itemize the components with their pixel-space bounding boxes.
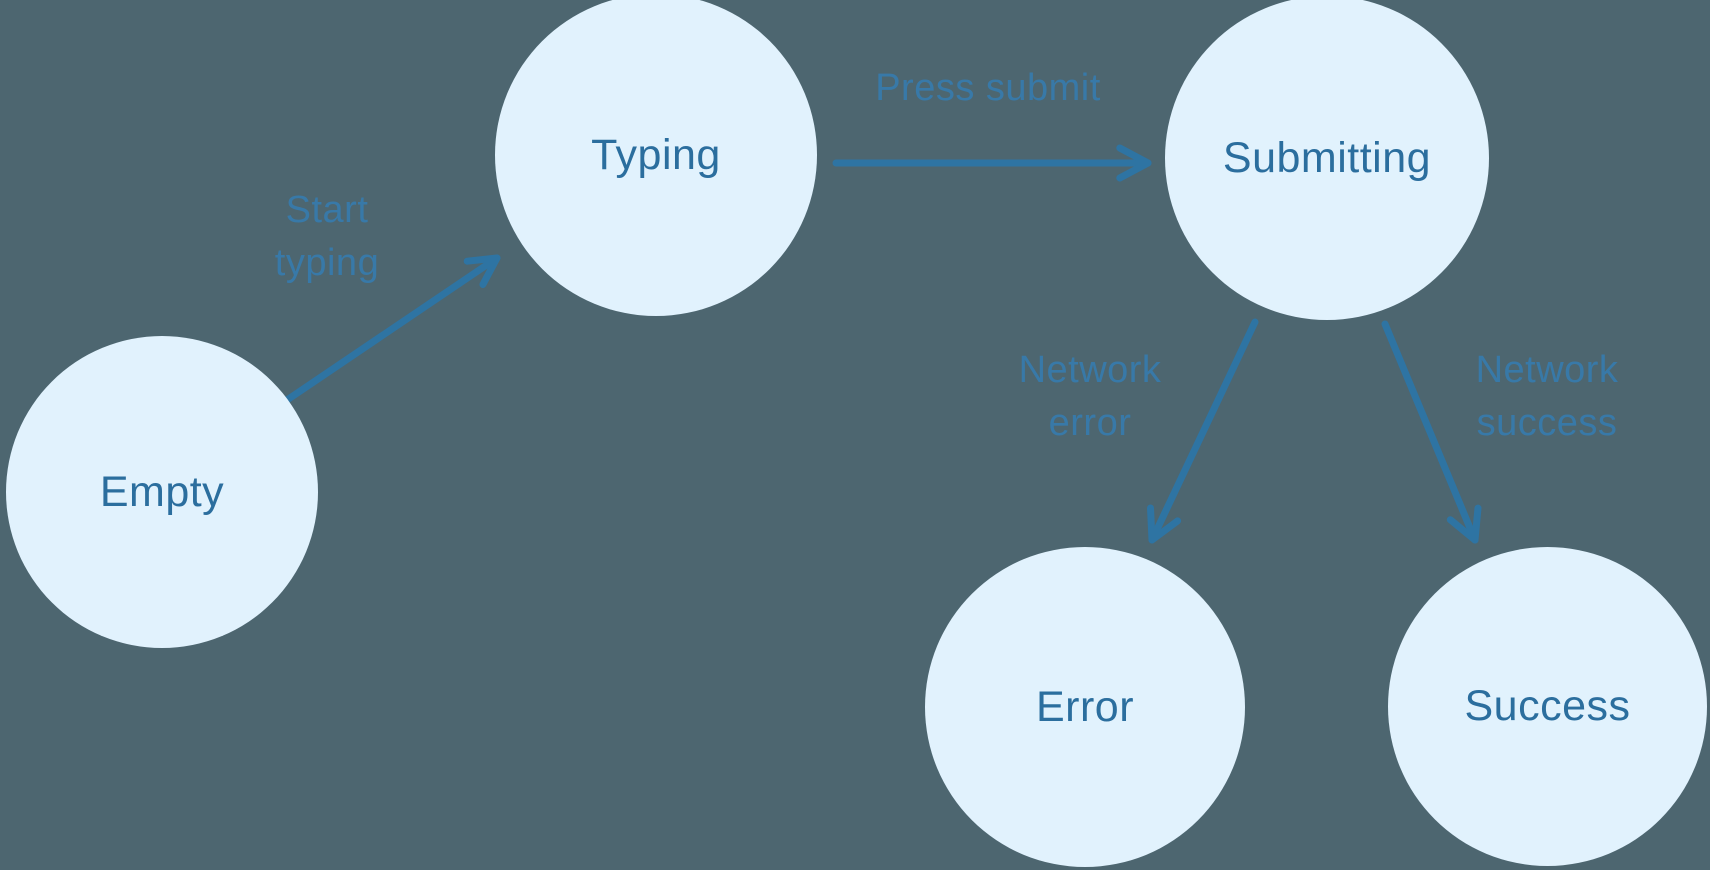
edge-label-press-submit: Press submit bbox=[848, 62, 1128, 115]
edge-typing-to-submitting-arrowhead-icon bbox=[1116, 144, 1152, 182]
edge-submitting-to-success-arrowhead-icon bbox=[1446, 504, 1482, 544]
edge-label-start-typing-line2: typing bbox=[274, 242, 380, 284]
edge-label-network-success-line1: Network bbox=[1475, 349, 1619, 391]
edge-label-network-success-line2: success bbox=[1476, 402, 1618, 444]
node-empty-label: Empty bbox=[99, 467, 225, 516]
node-error: Error bbox=[925, 547, 1245, 867]
edge-label-network-error: Network error bbox=[970, 344, 1210, 450]
edge-label-start-typing-line1: Start bbox=[285, 189, 369, 231]
edge-empty-to-typing-arrowhead-icon bbox=[463, 254, 501, 288]
edge-typing-to-submitting bbox=[832, 144, 1152, 182]
node-error-label: Error bbox=[1035, 682, 1135, 731]
edge-label-network-error-line2: error bbox=[1048, 402, 1132, 444]
node-empty: Empty bbox=[6, 336, 318, 648]
edge-label-network-error-line1: Network bbox=[1018, 349, 1162, 391]
node-typing: Typing bbox=[495, 0, 817, 316]
node-submitting-label: Submitting bbox=[1222, 133, 1432, 182]
edge-label-press-submit-line1: Press submit bbox=[875, 67, 1101, 109]
edge-label-start-typing: Start typing bbox=[217, 184, 437, 290]
node-submitting: Submitting bbox=[1165, 0, 1489, 320]
edge-submitting-to-error-arrowhead-icon bbox=[1147, 504, 1182, 544]
node-success-label: Success bbox=[1464, 682, 1631, 730]
edge-label-network-success: Network success bbox=[1427, 344, 1667, 450]
node-success: Success bbox=[1388, 547, 1707, 866]
node-typing-label: Typing bbox=[591, 130, 721, 179]
